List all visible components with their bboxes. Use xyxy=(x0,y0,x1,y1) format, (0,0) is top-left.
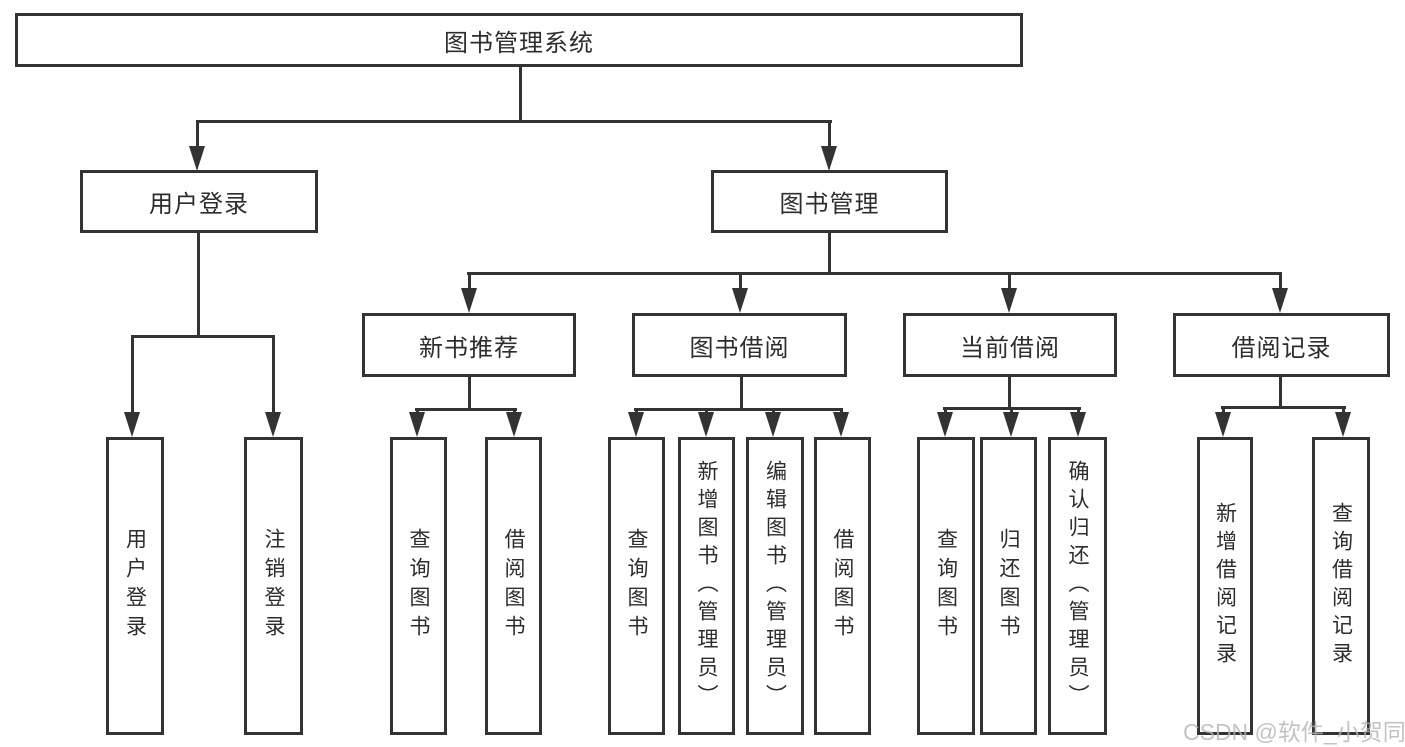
node-book-management: 图书管理 xyxy=(711,170,948,233)
arrow-down-icon xyxy=(821,146,837,171)
node-book-management-label: 图书管理 xyxy=(779,191,880,218)
node-book-borrow: 图书借阅 xyxy=(632,313,847,377)
leaf-label: 新增图书（管理员） xyxy=(695,460,718,712)
leaf-label: 借阅图书 xyxy=(831,528,854,644)
arrow-down-icon xyxy=(1215,412,1231,437)
node-borrow-records: 借阅记录 xyxy=(1173,313,1390,377)
node-book-borrow-label: 图书借阅 xyxy=(689,334,790,362)
node-user-login-label: 用户登录 xyxy=(149,191,249,218)
leaf-borrow-add-books-admin: 新增图书（管理员） xyxy=(678,437,735,735)
connector-rail xyxy=(415,408,517,411)
connector-drop xyxy=(1008,377,1011,409)
arrow-down-icon xyxy=(1003,412,1019,437)
connector-stub xyxy=(1008,272,1011,292)
leaf-current-return-books: 归还图书 xyxy=(980,437,1037,735)
leaf-borrow-query-books: 查询图书 xyxy=(608,437,665,735)
arrow-down-icon xyxy=(628,412,644,437)
arrow-down-icon xyxy=(732,288,748,313)
node-current-borrow: 当前借阅 xyxy=(903,313,1117,377)
arrow-down-icon xyxy=(1335,412,1351,437)
leaf-newbook-query-books: 查询图书 xyxy=(390,437,447,735)
arrow-down-icon xyxy=(409,412,425,437)
leaf-label: 借阅图书 xyxy=(502,528,525,644)
leaf-logout-label: 注销登录 xyxy=(262,528,285,644)
leaf-records-add-record: 新增借阅记录 xyxy=(1197,437,1253,735)
node-new-book-recommend: 新书推荐 xyxy=(362,313,576,377)
connector-drop xyxy=(1279,377,1282,408)
connector-userlogin-drop xyxy=(197,233,200,337)
leaf-label: 查询图书 xyxy=(407,528,430,644)
leaf-label: 归还图书 xyxy=(997,528,1020,644)
leaf-newbook-borrow-books: 借阅图书 xyxy=(485,437,542,735)
node-new-book-recommend-label: 新书推荐 xyxy=(419,334,519,362)
connector-stub xyxy=(468,272,471,292)
leaf-logout: 注销登录 xyxy=(244,437,303,735)
leaf-user-login-label: 用户登录 xyxy=(123,528,147,644)
connector-stub-book-mgmt xyxy=(828,120,831,148)
connector-drop xyxy=(740,377,743,410)
leaf-label: 查询图书 xyxy=(625,528,648,644)
connector-stub xyxy=(272,335,275,415)
connector-stub xyxy=(739,272,742,292)
leaf-user-login: 用户登录 xyxy=(106,437,164,735)
leaf-current-confirm-return-admin: 确认归还（管理员） xyxy=(1048,437,1107,735)
arrow-down-icon xyxy=(833,412,849,437)
connector-userlogin-rail xyxy=(131,335,275,338)
arrow-down-icon xyxy=(124,412,140,437)
arrow-down-icon xyxy=(506,412,522,437)
leaf-label: 查询借阅记录 xyxy=(1329,502,1353,670)
leaf-current-query-books: 查询图书 xyxy=(917,437,975,735)
arrow-down-icon xyxy=(265,412,281,437)
leaf-label: 确认归还（管理员） xyxy=(1066,460,1089,712)
connector-stub-user-login xyxy=(196,120,199,148)
connector-level2-rail xyxy=(196,120,832,123)
arrow-down-icon xyxy=(765,412,781,437)
leaf-borrow-edit-books-admin: 编辑图书（管理员） xyxy=(746,437,804,735)
arrow-down-icon xyxy=(1272,288,1288,313)
connector-level3-rail xyxy=(467,272,1282,275)
leaf-label: 编辑图书（管理员） xyxy=(763,460,787,712)
connector-rail xyxy=(634,408,843,411)
node-root-label: 图书管理系统 xyxy=(444,29,594,57)
arrow-down-icon xyxy=(1001,288,1017,313)
connector-drop xyxy=(468,377,471,410)
node-borrow-records-label: 借阅记录 xyxy=(1231,334,1332,362)
leaf-label: 查询图书 xyxy=(934,528,958,644)
connector-rail xyxy=(1221,406,1346,409)
connector-stub xyxy=(1279,272,1282,292)
csdn-watermark: CSDN @软件_小贺同学 xyxy=(1183,719,1405,745)
arrow-down-icon xyxy=(698,412,714,437)
connector-bookmgmt-drop xyxy=(828,233,831,274)
arrow-down-icon xyxy=(937,412,953,437)
connector-stub xyxy=(131,335,134,415)
arrow-down-icon xyxy=(1070,412,1086,437)
leaf-records-query-record: 查询借阅记录 xyxy=(1312,437,1370,735)
connector-root-drop xyxy=(519,67,522,122)
node-root: 图书管理系统 xyxy=(15,13,1023,67)
leaf-label: 新增借阅记录 xyxy=(1213,502,1237,670)
leaf-borrow-borrow-books: 借阅图书 xyxy=(814,437,871,735)
arrow-down-icon xyxy=(461,288,477,313)
node-current-borrow-label: 当前借阅 xyxy=(960,334,1060,362)
arrow-down-icon xyxy=(189,146,205,171)
node-user-login: 用户登录 xyxy=(80,170,318,233)
